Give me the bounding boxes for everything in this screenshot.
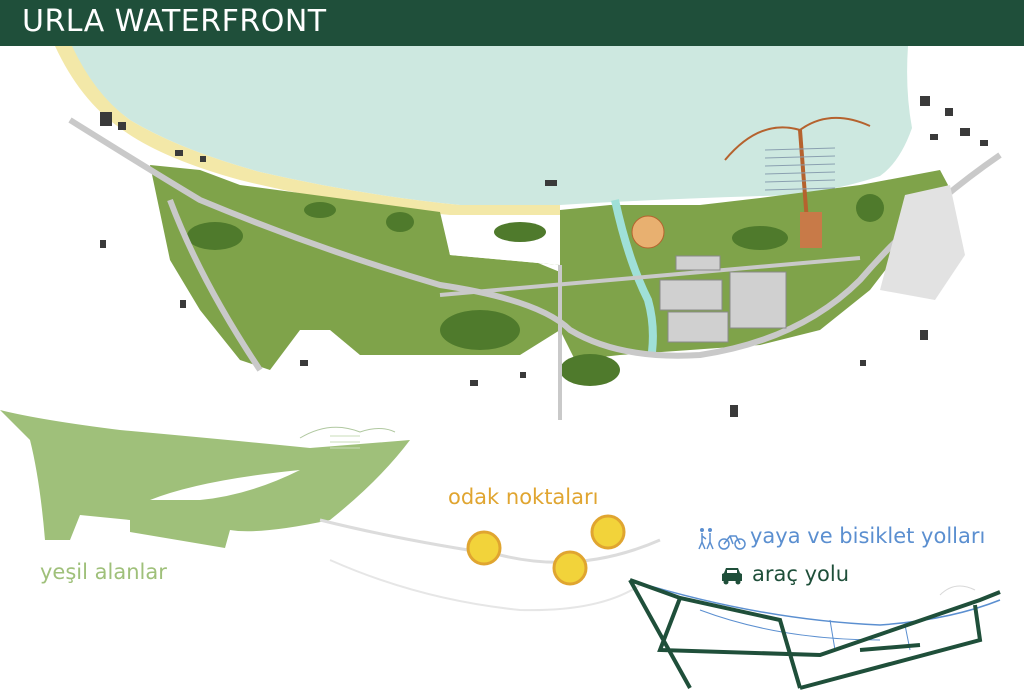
car-icon: [722, 568, 742, 585]
green-areas-diagram: [0, 410, 410, 548]
circulation-diagram: [628, 578, 1001, 690]
focal-point-1: [466, 530, 502, 566]
sea-area: [62, 46, 912, 205]
site-plan-map: [0, 46, 1002, 690]
parking-lots: [659, 255, 787, 343]
focal-points-diagram: [319, 514, 661, 612]
circular-plaza: [631, 215, 665, 249]
focal-point-3: [590, 514, 626, 550]
pedestrian-bicycle-icon: [698, 528, 746, 550]
road-network: [68, 117, 1002, 420]
vehicle-road-label: araç yolu: [752, 562, 850, 586]
pier-structure: [724, 116, 871, 248]
boat-docks: [764, 147, 836, 191]
page-title: URLA WATERFRONT: [22, 4, 327, 39]
open-field: [442, 215, 560, 272]
focal-point-2: [552, 550, 588, 586]
industrial-area: [880, 185, 965, 300]
title-bar: URLA WATERFRONT: [0, 0, 1024, 46]
pedestrian-bike-label: yaya ve bisiklet yolları: [750, 524, 986, 548]
focal-points-label: odak noktaları: [448, 485, 599, 509]
river: [611, 199, 657, 353]
buildings: [100, 96, 988, 417]
green-areas-label: yeşil alanlar: [40, 560, 167, 584]
tree-clusters: [187, 194, 884, 386]
